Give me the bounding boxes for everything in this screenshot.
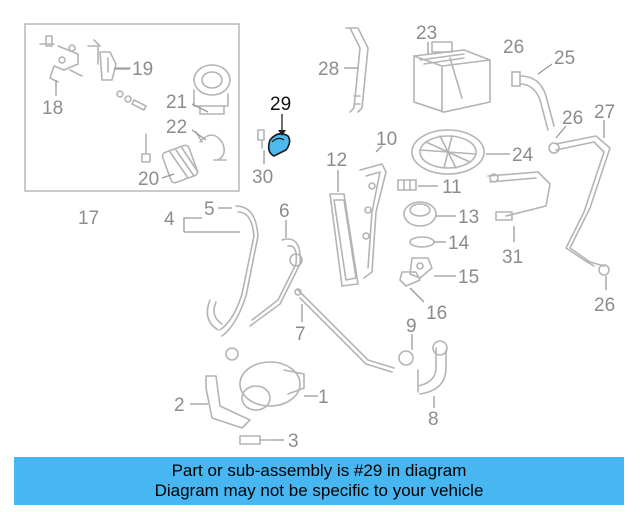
label-18: 18 [42,98,63,119]
label-26-mid: 26 [562,108,583,129]
label-17: 17 [78,208,99,229]
label-22: 22 [166,117,187,138]
label-28: 28 [318,59,339,80]
inset-box [24,23,240,192]
label-14: 14 [448,233,470,254]
part-9-valve [398,340,448,366]
part-18-bracket [39,35,101,83]
caption-line-2: Diagram may not be specific to your vehi… [154,481,484,500]
label-23: 23 [416,23,437,44]
part-30-clip [257,129,265,149]
part-11-fitting [397,179,417,191]
part-3-fitting [239,435,275,445]
part-6-hose [249,238,303,327]
label-3: 3 [288,431,299,452]
part-25-hose [511,71,555,131]
washers-bolt [116,90,147,111]
label-29-highlighted: 29 [270,94,291,115]
label-15: 15 [458,267,479,288]
label-27: 27 [594,102,615,123]
part-1-pump [239,361,305,411]
label-30: 30 [252,167,273,188]
part-12-gasket [329,193,359,287]
label-26-top: 26 [503,37,524,58]
caption-line-1: Part or sub-assembly is #29 in diagram [171,461,467,480]
part-24-cover [411,129,485,175]
part-10-pipe [359,163,387,279]
label-31: 31 [502,247,523,268]
label-11: 11 [442,177,462,198]
label-9: 9 [406,316,417,337]
label-26-bottom: 26 [594,295,615,316]
label-10: 10 [376,129,397,150]
label-16: 16 [426,303,447,324]
part-14-seal [409,236,435,248]
label-4: 4 [164,209,175,230]
part-2-bracket [205,375,251,429]
label-8: 8 [428,409,439,430]
label-25: 25 [554,48,575,69]
label-19: 19 [132,59,153,80]
part-8-elbow [417,347,447,395]
label-13: 13 [458,207,479,228]
part-21-pump [193,64,231,115]
part-19-bracket [99,51,131,81]
label-5: 5 [204,199,215,220]
part-13-valve [403,201,437,227]
label-20: 20 [138,169,159,190]
part-27-pipe [555,135,611,267]
label-2: 2 [174,395,185,416]
label-21: 21 [166,92,187,113]
part-31-sensor [487,171,551,221]
label-12: 12 [326,150,347,171]
parts-diagram: 1 2 3 4 5 6 7 8 9 10 11 12 13 14 15 16 1… [24,23,615,452]
part-20-filter [161,144,199,184]
label-24: 24 [512,145,534,166]
part-7-pipe [294,288,395,373]
part-5-hose [206,205,259,361]
label-1: 1 [318,387,329,408]
part-22-hose [141,131,227,163]
part-28-pipe [345,27,369,113]
label-6: 6 [279,201,290,222]
label-7: 7 [295,324,306,345]
part-26-clamps [548,142,610,276]
caption-banner: Part or sub-assembly is #29 in diagram D… [14,457,624,505]
part-23-canister [413,41,491,113]
part-29-highlighted [267,132,291,157]
part-15-bracket [409,257,433,279]
part-16-flange [399,271,421,287]
